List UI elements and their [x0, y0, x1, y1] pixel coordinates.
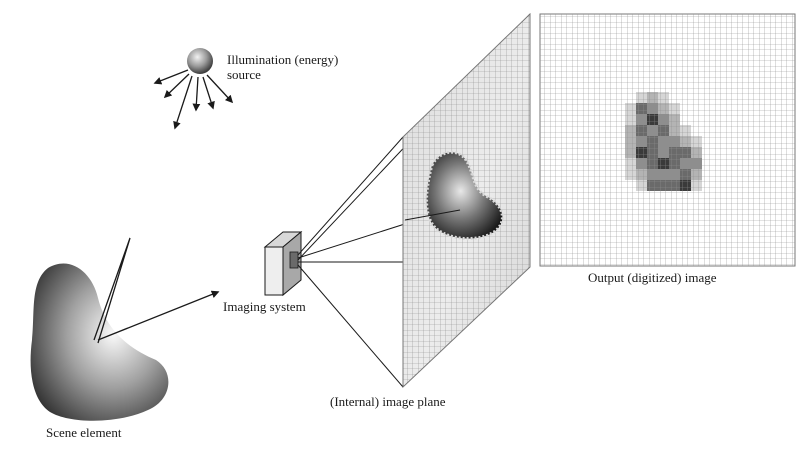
- reflected-ray-arrow: [97, 290, 220, 341]
- scene-object-shape: [30, 263, 169, 421]
- light-ray-arrows: [153, 69, 234, 130]
- output-digitized-image: [539, 13, 796, 267]
- output-image-label: Output (digitized) image: [588, 270, 717, 285]
- scene-element: [30, 237, 220, 421]
- image-plane-label: (Internal) image plane: [330, 394, 446, 409]
- internal-image-plane: [402, 12, 531, 389]
- illumination-label-line1: Illumination (energy): [227, 52, 339, 67]
- projected-object: [425, 150, 504, 240]
- illumination-source-label: Illumination (energy) source: [227, 52, 338, 82]
- imaging-system: [263, 230, 303, 297]
- lens-icon: [289, 251, 299, 269]
- imaging-system-label: Imaging system: [223, 299, 306, 314]
- illumination-source: [153, 48, 234, 130]
- illumination-label-line2: source: [227, 67, 261, 82]
- reflected-ray: [93, 237, 131, 344]
- illumination-sphere-icon: [187, 48, 213, 74]
- scene-element-label: Scene element: [46, 425, 122, 440]
